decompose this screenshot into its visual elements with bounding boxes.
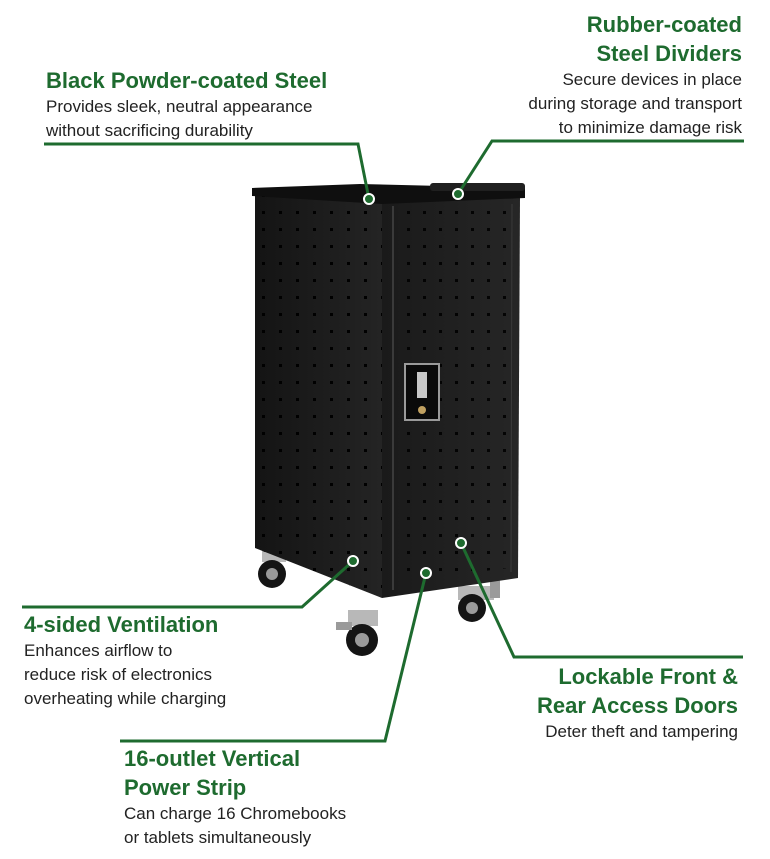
callout-text: to minimize damage risk: [558, 118, 742, 137]
callout-steel-dividers: Rubber-coated Steel Dividers Secure devi…: [528, 10, 742, 140]
callout-ventilation: 4-sided Ventilation Enhances airflow to …: [24, 610, 226, 711]
callout-title: Steel Dividers: [596, 41, 742, 66]
callout-marker-dots: [347, 188, 467, 579]
callout-text: without sacrificing durability: [46, 121, 253, 140]
callout-title: Power Strip: [124, 775, 247, 800]
callout-text: Provides sleek, neutral appearance: [46, 97, 313, 116]
callout-text: Enhances airflow to: [24, 641, 173, 660]
callout-access-doors: Lockable Front & Rear Access Doors Deter…: [537, 662, 738, 744]
callout-title: 4-sided Ventilation: [24, 612, 219, 637]
callout-text: reduce risk of electronics: [24, 665, 213, 684]
callout-text: or tablets simultaneously: [124, 828, 312, 847]
callout-title: Lockable Front &: [558, 664, 738, 689]
callout-title: Rear Access Doors: [537, 693, 738, 718]
callout-text: Can charge 16 Chromebooks: [124, 804, 347, 823]
callout-powder-coated-steel: Black Powder-coated Steel Provides sleek…: [46, 66, 327, 143]
callout-title: Black Powder-coated Steel: [46, 68, 328, 93]
callout-leader-lines: [22, 139, 744, 743]
callout-text: overheating while charging: [24, 689, 227, 708]
door-lock-latch: [404, 363, 440, 421]
callout-title: 16-outlet Vertical: [124, 746, 301, 771]
callout-text: Secure devices in place: [562, 70, 742, 89]
caster-wheels: [258, 548, 500, 656]
callout-text: during storage and transport: [528, 94, 742, 113]
callout-title: Rubber-coated: [586, 12, 742, 37]
callout-power-strip: 16-outlet Vertical Power Strip Can charg…: [124, 744, 346, 850]
callout-text: Deter theft and tampering: [545, 722, 738, 741]
